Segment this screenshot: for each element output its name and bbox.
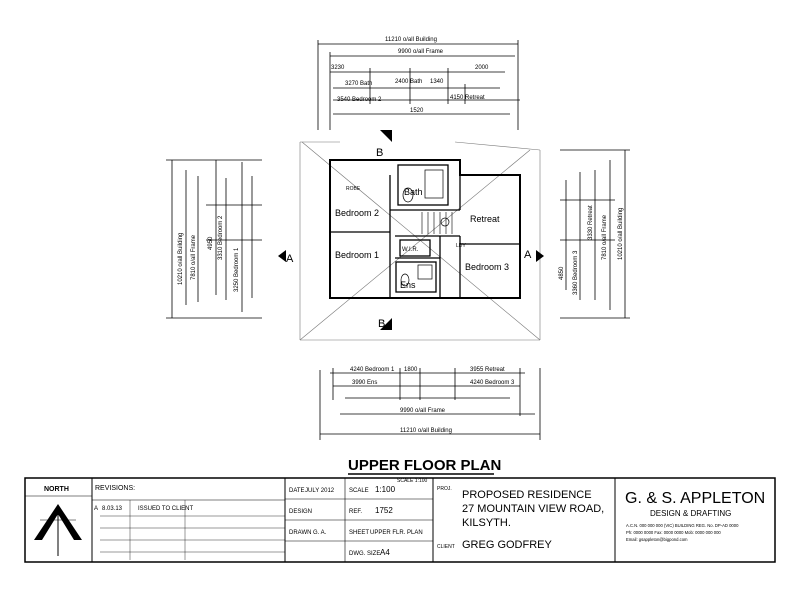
room-label-bedroom-2: Bedroom 2 bbox=[335, 208, 379, 218]
left-dimension-group bbox=[166, 159, 262, 319]
dim-top-right: 2000 bbox=[475, 65, 489, 71]
section-a-left: A bbox=[286, 253, 294, 265]
dim-right-a: 4850 bbox=[559, 266, 565, 280]
client-name: GREG GODFREY bbox=[462, 539, 553, 551]
client-label: CLIENT bbox=[437, 544, 455, 550]
firm-details-2: Ph: 0000 0000 Fax: 0000 0000 Mob: 0000 0… bbox=[626, 530, 721, 535]
dim-bot-r3: 1800 bbox=[404, 367, 418, 373]
drawing-scale-note: SCALE 1:100 bbox=[397, 478, 428, 484]
dim-right-overall: 10210 o/all Building bbox=[618, 208, 624, 260]
ref-value: 1752 bbox=[375, 506, 393, 515]
dim-bot-r1: 4240 Bedroom 1 bbox=[350, 367, 395, 373]
drawn-label: DRAWN bbox=[289, 530, 311, 536]
stair-treads bbox=[421, 212, 453, 234]
firm-name: G. & S. APPLETON bbox=[625, 490, 765, 507]
dim-right-frame: 7810 o/all Frame bbox=[602, 214, 608, 260]
date-label: DATE bbox=[289, 488, 305, 494]
roof-hip-lines bbox=[299, 141, 541, 341]
dim-left-bed2: 3310 Bedroom 2 bbox=[218, 215, 224, 260]
drawn-value: G. A. bbox=[313, 530, 327, 536]
revision-a-letter: A bbox=[94, 506, 98, 512]
scale-value: 1:100 bbox=[375, 485, 396, 494]
north-label: NORTH bbox=[44, 486, 69, 493]
sheet-label: SHEET bbox=[349, 530, 369, 536]
internal-walls bbox=[330, 164, 520, 298]
section-b-bottom: B bbox=[378, 318, 385, 330]
title-block bbox=[24, 477, 776, 563]
fixtures bbox=[400, 169, 450, 287]
room-label-bedroom-3: Bedroom 3 bbox=[465, 262, 509, 272]
dim-top-r5: 4150 Retreat bbox=[450, 95, 485, 101]
revision-a-date: 8.03.13 bbox=[102, 506, 123, 512]
room-label-robe: ROBE bbox=[346, 186, 361, 192]
project-address-1: 27 MOUNTAIN VIEW ROAD, bbox=[462, 503, 604, 515]
top-dimension-group bbox=[317, 40, 520, 130]
section-markers: B B A A bbox=[278, 130, 544, 330]
section-a-right: A bbox=[524, 249, 532, 261]
project-address-2: KILSYTH. bbox=[462, 517, 511, 529]
dim-top-r1: 3270 Bath bbox=[345, 81, 372, 87]
room-label-retreat: Retreat bbox=[470, 214, 500, 224]
room-label-wir: W.I.R. bbox=[402, 247, 419, 253]
dim-bot-r4: 3955 Retreat bbox=[470, 367, 505, 373]
firm-details-3: Email: gsappleton@bigpond.com bbox=[626, 537, 688, 542]
dim-top-r3: 1340 bbox=[430, 79, 444, 85]
size-value: A4 bbox=[380, 548, 390, 557]
room-label-bedroom-1: Bedroom 1 bbox=[335, 250, 379, 260]
dim-top-r6: 1520 bbox=[410, 108, 424, 114]
dim-top-r4: 3540 Bedroom 2 bbox=[337, 97, 382, 103]
dim-top-overall: 11210 o/all Building bbox=[385, 37, 437, 43]
dim-top-width: 9900 o/all Frame bbox=[398, 49, 444, 55]
project-title: PROPOSED RESIDENCE bbox=[462, 489, 592, 501]
dim-right-bed3: 3360 Bedroom 3 bbox=[573, 250, 579, 295]
date-value: JULY 2012 bbox=[305, 488, 335, 494]
project-label: PROJ. bbox=[437, 486, 452, 492]
dim-left-bed1: 3250 Bedroom 1 bbox=[234, 247, 240, 292]
room-label-ldy: LDY bbox=[456, 243, 466, 249]
dim-left-a: 4950 bbox=[208, 236, 214, 250]
dim-bot-width: 9990 o/all Frame bbox=[400, 408, 446, 414]
dim-left-overall: 10210 o/all Building bbox=[178, 233, 184, 285]
room-label-bath: Bath bbox=[404, 187, 423, 197]
revision-a-desc: ISSUED TO CLIENT bbox=[138, 506, 193, 512]
dim-bot-overall: 11210 o/all Building bbox=[400, 428, 452, 434]
dim-right-retreat: 3330 Retreat bbox=[588, 205, 594, 240]
dim-bot-r2: 3990 Ens bbox=[352, 380, 377, 386]
ref-label: REF. bbox=[349, 509, 362, 515]
revisions-label: REVISIONS: bbox=[95, 485, 135, 492]
bottom-dimension-group bbox=[319, 368, 541, 440]
external-walls bbox=[329, 159, 521, 299]
right-dimension-group bbox=[560, 149, 630, 319]
design-label: DESIGN bbox=[289, 509, 312, 515]
firm-subtitle: DESIGN & DRAFTING bbox=[650, 509, 731, 518]
dim-top-left: 3230 bbox=[331, 65, 345, 71]
drawing-title: UPPER FLOOR PLAN bbox=[348, 457, 501, 474]
sheet-value: UPPER FLR. PLAN bbox=[370, 530, 423, 536]
dim-top-r2: 2400 Bath bbox=[395, 79, 422, 85]
section-b-top: B bbox=[376, 147, 383, 159]
room-label-ens: Ens bbox=[400, 280, 416, 290]
size-label: DWG. SIZE bbox=[349, 551, 380, 557]
firm-details-1: A.C.N. 000 000 000 (VIC) BUILDING REG. N… bbox=[626, 523, 739, 528]
dim-left-frame: 7810 o/all Frame bbox=[191, 234, 197, 280]
north-arrow-icon bbox=[34, 504, 82, 556]
dim-bot-r5: 4240 Bedroom 3 bbox=[470, 380, 515, 386]
scale-label: SCALE bbox=[349, 488, 369, 494]
